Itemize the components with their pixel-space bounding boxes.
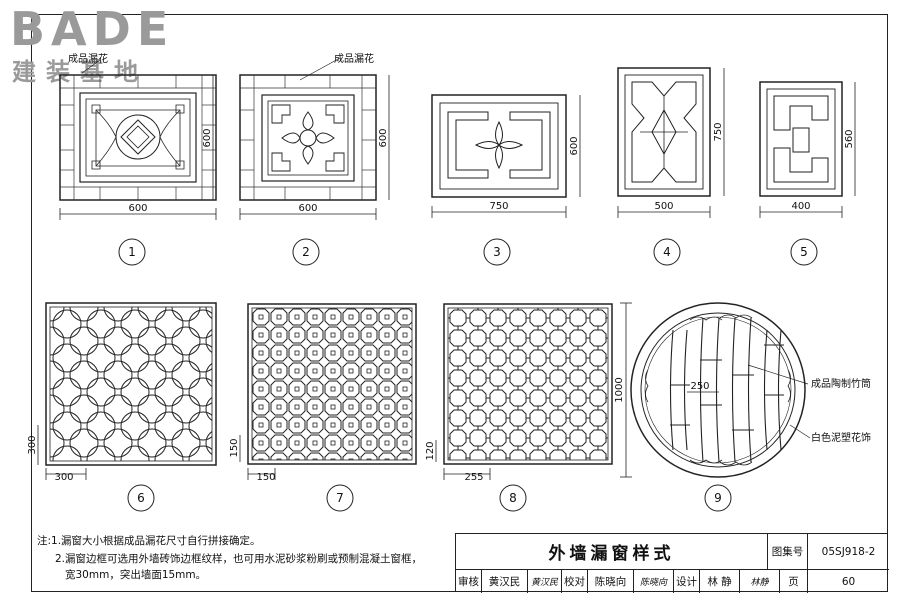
figure-9-callout-plaster: 白色泥塑花饰: [811, 431, 871, 444]
page-label: 页: [780, 570, 808, 593]
review-label: 审核: [456, 570, 482, 593]
figure-1-width-dim: 600: [128, 203, 147, 214]
title-block: 外墙漏窗样式 图集号 05SJ918-2 审核 黄汉民 黄汉民 校对 陈晓向 陈…: [455, 533, 889, 593]
window-style-4: 500 750 4: [617, 67, 725, 266]
window-style-7: 150 150 7: [229, 303, 417, 512]
figure-2-height-dim: 600: [378, 128, 389, 147]
checker-name: 陈晓向: [588, 570, 634, 593]
window-style-6: 300 300 6: [27, 302, 217, 512]
figure-7-module-dim-v: 150: [229, 438, 240, 457]
note-line-2: 2.漏窗边框可选用外墙砖饰边框纹样，也可用水泥砂浆粉刷或预制混凝土窗框，: [55, 553, 423, 565]
figure-4-height-dim: 750: [713, 122, 724, 141]
figure-3-width-dim: 750: [489, 201, 508, 212]
logo-brand-en: BADE: [10, 2, 175, 56]
figure-9-callout-bamboo: 成品陶制竹筒: [811, 377, 871, 390]
figure-1-callout: 成品漏花: [68, 52, 108, 65]
figure-7-module-dim: 150: [256, 472, 275, 483]
figure-2-width-dim: 600: [298, 203, 317, 214]
figure-6-module-dim: 300: [54, 472, 73, 483]
reviewer-signature: 黄汉民: [528, 570, 562, 593]
checker-signature: 陈晓向: [634, 570, 674, 593]
figure-2-callout: 成品漏花: [334, 52, 374, 65]
atlas-label: 图集号: [768, 534, 808, 570]
atlas-number: 05SJ918-2: [808, 534, 889, 570]
figure-8-module-dim-v: 120: [425, 441, 436, 460]
figure-8-number: 8: [509, 491, 517, 505]
figure-9-number: 9: [714, 491, 722, 505]
note-line-3: 宽30mm，突出墙面15mm。: [65, 569, 207, 581]
window-style-5: 400 560 5: [759, 81, 856, 266]
figure-9-bamboo-spacing: 250: [690, 381, 709, 392]
figure-5-width-dim: 400: [791, 201, 810, 212]
figure-3-number: 3: [493, 245, 501, 259]
reviewer-name: 黄汉民: [482, 570, 528, 593]
figure-8-module-dim: 255: [464, 472, 483, 483]
figure-5-height-dim: 560: [844, 129, 855, 148]
check-label: 校对: [562, 570, 588, 593]
window-style-8: 255 120 8: [425, 303, 613, 512]
figure-4-number: 4: [663, 245, 671, 259]
figure-7-number: 7: [336, 491, 344, 505]
designer-name: 林 静: [700, 570, 740, 593]
figure-6-module-dim-v: 300: [27, 435, 38, 454]
brand-logo: BADE 建装基地: [6, 2, 176, 86]
window-style-9: 250 1000 成品陶制竹筒 白色泥塑花饰 9: [614, 302, 871, 512]
window-style-1: 成品漏花 600 600 1: [59, 52, 217, 266]
figure-1-height-dim: 600: [202, 128, 213, 147]
design-label: 设计: [674, 570, 700, 593]
figure-6-number: 6: [137, 491, 145, 505]
figure-3-height-dim: 600: [569, 136, 580, 155]
window-style-2: 成品漏花 600 600 2: [239, 52, 390, 266]
note-line-1: 注:1.漏窗大小根据成品漏花尺寸自行拼接确定。: [37, 535, 261, 547]
figure-9-diameter-dim: 1000: [614, 377, 625, 402]
figure-4-width-dim: 500: [654, 201, 673, 212]
page-number: 60: [841, 575, 856, 588]
figure-5-number: 5: [800, 245, 808, 259]
designer-signature: 林静: [740, 570, 780, 593]
figure-1-number: 1: [128, 245, 136, 259]
drawing-title: 外墙漏窗样式: [456, 534, 768, 570]
window-style-3: 750 600 3: [431, 94, 581, 266]
figure-2-number: 2: [302, 245, 310, 259]
logo-brand-cn: 建装基地: [12, 58, 148, 86]
drawing-frame: [31, 14, 888, 592]
